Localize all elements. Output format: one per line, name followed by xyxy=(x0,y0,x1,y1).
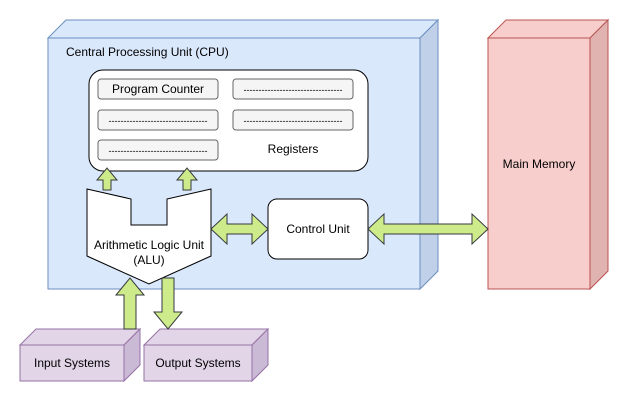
output-systems-top xyxy=(142,328,270,346)
register-slot-5 xyxy=(97,139,219,161)
arrow-alu-control-unit xyxy=(210,212,269,246)
register-slot-5-label: --------------------------------- xyxy=(109,146,208,156)
arrow-alu-to-output xyxy=(152,277,184,330)
main-memory-side xyxy=(589,18,609,291)
cpu-box-top xyxy=(46,19,440,39)
cpu-box-side xyxy=(419,18,439,291)
arrow-control-unit-main-memory xyxy=(367,212,489,246)
alu-label-line2: (ALU) xyxy=(133,253,164,267)
output-systems-front xyxy=(143,344,253,382)
main-memory-label: Main Memory xyxy=(503,157,576,171)
control-unit-label: Control Unit xyxy=(286,222,350,236)
input-systems-top xyxy=(18,328,142,346)
registers-panel: Program Counter ------------------------… xyxy=(88,69,369,172)
main-memory-box: Main Memory xyxy=(486,18,610,291)
input-systems-front xyxy=(19,344,125,382)
control-unit: Control Unit xyxy=(267,198,369,260)
alu: Arithmetic Logic Unit (ALU) xyxy=(86,188,212,285)
register-slot-1-label: Program Counter xyxy=(112,82,204,96)
register-slot-2-label: --------------------------------- xyxy=(244,85,343,95)
input-systems-label: Input Systems xyxy=(34,356,110,370)
output-systems-label: Output Systems xyxy=(155,356,240,370)
register-slot-3 xyxy=(97,109,219,131)
register-slot-1 xyxy=(97,78,219,100)
cpu-label: Central Processing Unit (CPU) xyxy=(66,45,229,59)
register-slot-2 xyxy=(232,78,354,100)
register-slot-4 xyxy=(232,109,354,131)
input-systems-box: Input Systems xyxy=(18,327,142,383)
alu-shape xyxy=(86,188,212,285)
register-slot-3-label: --------------------------------- xyxy=(109,116,208,126)
alu-label-line1: Arithmetic Logic Unit xyxy=(94,238,205,252)
registers-label: Registers xyxy=(268,142,319,156)
arrows xyxy=(95,167,489,330)
output-systems-box: Output Systems xyxy=(142,327,270,383)
main-memory-front xyxy=(487,37,591,290)
arrow-alu-to-registers-right xyxy=(175,167,199,191)
arrow-alu-to-registers-left xyxy=(95,167,119,191)
main-memory-top xyxy=(486,19,610,39)
arrow-input-to-alu xyxy=(114,277,146,330)
register-slot-4-label: --------------------------------- xyxy=(244,116,343,126)
